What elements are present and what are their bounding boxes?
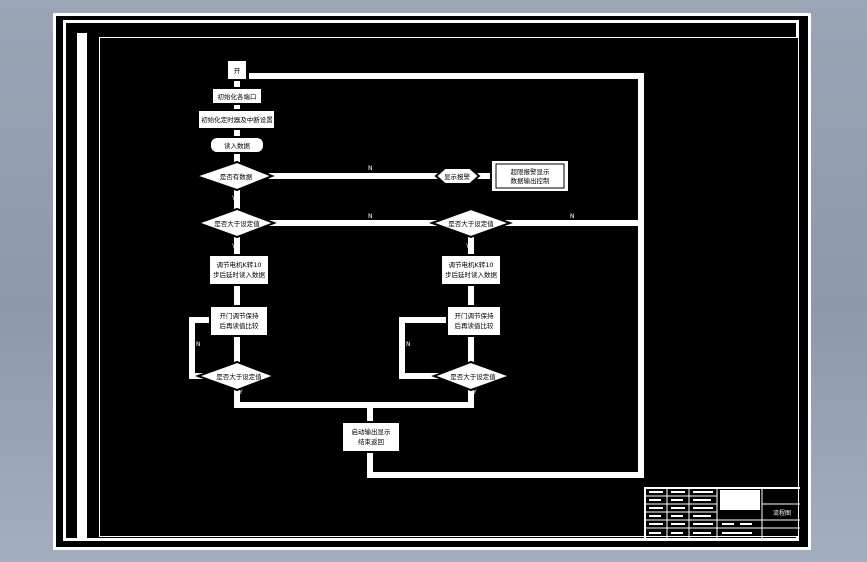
- edge-label-left-decision-yes: Y: [231, 243, 236, 250]
- alarm-node-label: 显示报警: [444, 172, 471, 181]
- flowchart: N N N Y Y Y N N Y Y 开: [189, 59, 800, 538]
- title-block-grid: [645, 488, 800, 538]
- edge-left-exit: [234, 381, 373, 408]
- left-adjust-line1: 调节电机K转10: [216, 260, 261, 269]
- left-adjust-box: 调节电机K转10 步后延时读入数据: [208, 254, 270, 286]
- start-node: 开: [226, 59, 248, 81]
- right-adjust-line2: 步后延时读入数据: [445, 270, 498, 279]
- edge-label-right-exit-yes: Y: [472, 389, 477, 396]
- has-data-label: 是否有数据: [220, 172, 253, 181]
- alarm-output-line2: 数据输出控制: [511, 176, 551, 185]
- alarm-output-box: 超限报警显示 数据输出控制: [490, 159, 570, 193]
- edge-label-check-yes: Y: [231, 195, 236, 202]
- title-block-fill-text: [649, 491, 752, 534]
- init-timer-label: 初始化定时器及中断设置: [201, 115, 273, 124]
- output-display-box: 启动输出显示 结束返回: [341, 421, 401, 453]
- binding-strip: [77, 33, 87, 539]
- edge-label-right-decision-yes: Y: [465, 243, 470, 250]
- edge-return-loop: [249, 73, 644, 478]
- edge-right-exit: [367, 381, 474, 408]
- edge-label-left-feedback-no: N: [196, 341, 201, 348]
- init-ports-box: 初始化各端口: [211, 87, 263, 105]
- alarm-node: 显示报警: [434, 167, 481, 185]
- has-data-decision: 是否有数据: [192, 160, 275, 192]
- drawing-title: 流程图: [773, 509, 791, 517]
- left-decision-label: 是否大于设定值: [214, 219, 260, 228]
- alarm-output-line1: 超限报警显示: [511, 167, 551, 176]
- output-display-line1: 启动输出显示: [352, 427, 392, 436]
- right-adjust-line1: 调节电机K转10: [448, 260, 493, 269]
- left-adjust-line2: 步后延时读入数据: [213, 270, 266, 279]
- read-data-box: 读入数据: [209, 136, 265, 154]
- right-check-decision: 是否大于设定值: [431, 360, 513, 392]
- init-timer-box: 初始化定时器及中断设置: [197, 109, 276, 130]
- right-hold-box: 开门调节保持 后再读值比较: [446, 305, 502, 337]
- edge-label-right-decision-no: N: [570, 213, 575, 220]
- left-check-label: 是否大于设定值: [216, 372, 262, 381]
- init-ports-label: 初始化各端口: [218, 92, 257, 101]
- edge-label-right-feedback-no: N: [406, 341, 411, 348]
- start-label: 开: [234, 67, 241, 75]
- drawing-area: N N N Y Y Y N N Y Y 开: [99, 37, 800, 538]
- edge-label-left-decision-no: N: [368, 213, 373, 220]
- left-decision: 是否大于设定值: [195, 207, 277, 239]
- right-adjust-box: 调节电机K转10 步后延时读入数据: [440, 254, 502, 286]
- drawing-sheet: N N N Y Y Y N N Y Y 开: [53, 13, 811, 550]
- edge-merge-return: [367, 448, 644, 478]
- inner-border: N N N Y Y Y N N Y Y 开: [63, 20, 800, 541]
- outer-frame: N N N Y Y Y N N Y Y 开: [56, 16, 808, 547]
- output-display-line2: 结束返回: [358, 437, 384, 446]
- right-hold-line1: 开门调节保持: [455, 311, 495, 320]
- left-check-decision: 是否大于设定值: [195, 360, 277, 392]
- left-hold-line2: 后再读值比较: [220, 321, 260, 330]
- title-block-logo-cell: [720, 490, 760, 510]
- right-decision-label: 是否大于设定值: [448, 219, 494, 228]
- right-hold-line2: 后再读值比较: [455, 321, 495, 330]
- right-decision: 是否大于设定值: [429, 207, 513, 239]
- title-block: 流程图: [644, 487, 800, 538]
- edge-label-check-no: N: [368, 165, 373, 172]
- read-data-label: 读入数据: [224, 141, 251, 150]
- left-hold-line1: 开门调节保持: [220, 311, 260, 320]
- edge-label-left-exit-yes: Y: [238, 389, 243, 396]
- right-check-label: 是否大于设定值: [450, 372, 496, 381]
- left-hold-box: 开门调节保持 后再读值比较: [209, 305, 269, 337]
- edge-labels: N N N Y Y Y N N Y Y: [196, 165, 575, 396]
